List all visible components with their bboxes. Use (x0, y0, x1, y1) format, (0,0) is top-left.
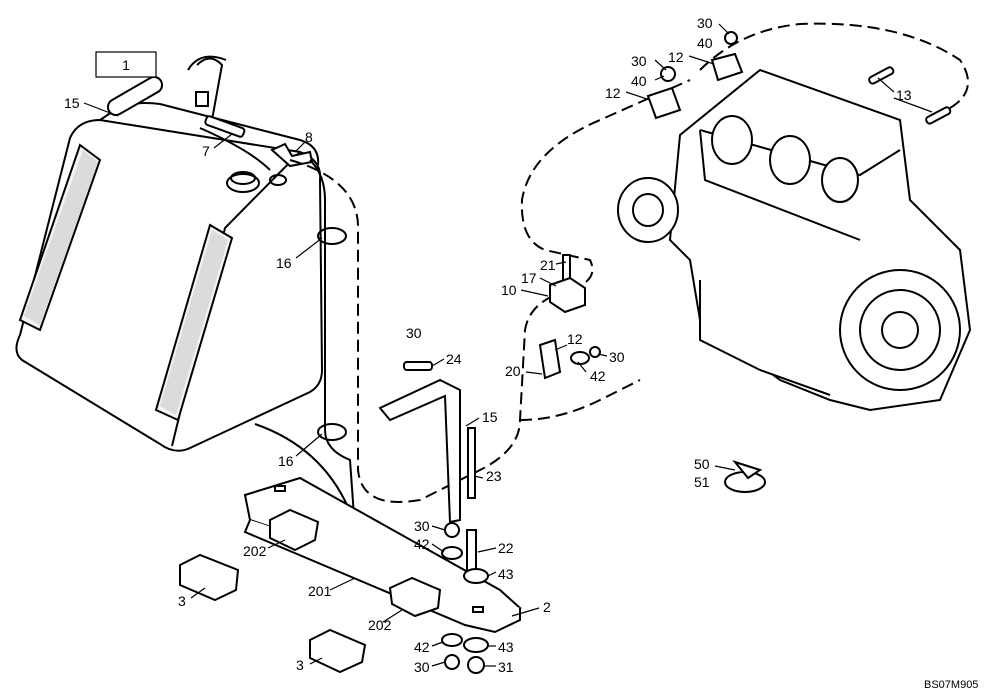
callout-13: 13 (896, 87, 912, 103)
callout-20: 20 (505, 363, 521, 379)
callout-3: 3 (296, 657, 304, 673)
callout-12: 12 (668, 49, 684, 65)
callout-202: 202 (368, 617, 392, 633)
callout-51: 51 (694, 474, 710, 490)
engine (617, 68, 972, 412)
callout-17: 17 (521, 270, 537, 286)
callout-202: 202 (243, 543, 267, 559)
callout-12: 12 (605, 85, 621, 101)
callout-30: 30 (697, 15, 713, 31)
callout-21: 21 (540, 257, 556, 273)
callout-40: 40 (697, 35, 713, 51)
tank-mounting-plate (243, 476, 522, 634)
cable-tie (724, 460, 766, 493)
callout-7: 7 (202, 143, 210, 159)
filler-neck (187, 55, 246, 138)
callout-42: 42 (414, 639, 430, 655)
callout-43: 43 (498, 566, 514, 582)
hose-clamp (317, 227, 347, 441)
elbow-fitting (270, 142, 314, 168)
callout-22: 22 (498, 540, 514, 556)
support-bracket (378, 378, 461, 524)
drawing-code: BS07M905 (924, 679, 978, 691)
rubber-block (179, 553, 367, 674)
callout-3: 3 (178, 593, 186, 609)
callout-12: 12 (567, 331, 583, 347)
callout-30: 30 (609, 349, 625, 365)
hose-clip-block (538, 276, 586, 380)
callout-1: 1 (122, 57, 130, 73)
callout-43: 43 (498, 639, 514, 655)
callout-201: 201 (308, 583, 332, 599)
callout-2: 2 (543, 599, 551, 615)
return-hose-dashed (289, 22, 969, 503)
callout-23: 23 (486, 468, 502, 484)
callout-labels: 1 15 7 8 16 16 30 40 30 40 12 12 13 21 1… (64, 15, 978, 691)
rubber-pad (269, 508, 442, 618)
callout-8: 8 (305, 129, 313, 145)
callout-16: 16 (278, 453, 294, 469)
injector-bolt (646, 52, 952, 125)
tank-foam-strips (24, 150, 228, 415)
callout-30: 30 (414, 518, 430, 534)
callout-40: 40 (631, 73, 647, 89)
callout-30: 30 (631, 53, 647, 69)
callout-15: 15 (64, 95, 80, 111)
callout-31: 31 (498, 659, 514, 675)
callout-42: 42 (590, 368, 606, 384)
callout-24: 24 (446, 351, 462, 367)
callout-30: 30 (414, 659, 430, 675)
tank-strap (106, 76, 164, 116)
callout-50: 50 (694, 456, 710, 472)
callout-15: 15 (482, 409, 498, 425)
callout-30: 30 (406, 325, 422, 341)
callout-16: 16 (276, 255, 292, 271)
washer (441, 351, 590, 653)
callout-box (95, 51, 157, 78)
fuel-hoses (199, 127, 356, 531)
callout-10: 10 (501, 282, 517, 298)
callout-42: 42 (414, 536, 430, 552)
leader-lines (83, 23, 933, 667)
